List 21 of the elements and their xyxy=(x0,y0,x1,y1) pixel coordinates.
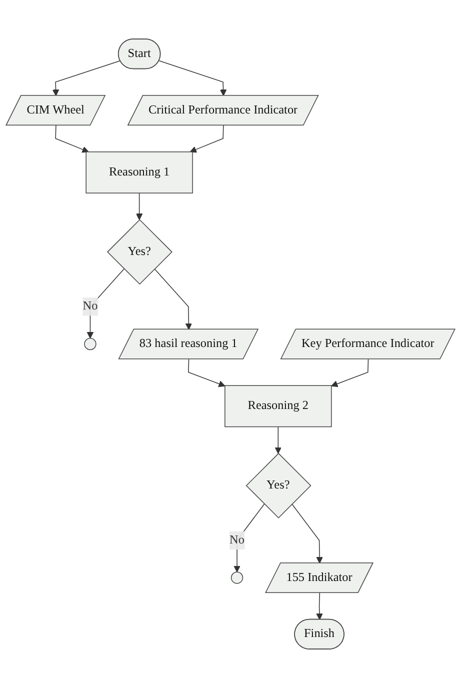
node-diamond: Yes? xyxy=(246,452,312,518)
arrow xyxy=(316,592,323,620)
arrow xyxy=(274,426,282,454)
arrow xyxy=(331,358,369,388)
arrow xyxy=(188,358,226,388)
arrow xyxy=(52,60,121,96)
arrow xyxy=(190,125,224,153)
arrow xyxy=(158,60,227,96)
arrow xyxy=(55,125,89,153)
node-diamond: Yes? xyxy=(106,219,172,285)
arrow xyxy=(154,268,192,330)
arrow xyxy=(86,268,124,339)
node-box: Reasoning 1 xyxy=(86,151,193,194)
edge-label: No xyxy=(230,533,244,546)
node-box: Reasoning 2 xyxy=(224,385,332,428)
arrow xyxy=(234,504,265,572)
arrow xyxy=(292,504,323,564)
arrow xyxy=(136,192,143,220)
node-circle xyxy=(230,572,244,584)
node-circle xyxy=(84,338,96,350)
edge-label: No xyxy=(82,300,98,313)
